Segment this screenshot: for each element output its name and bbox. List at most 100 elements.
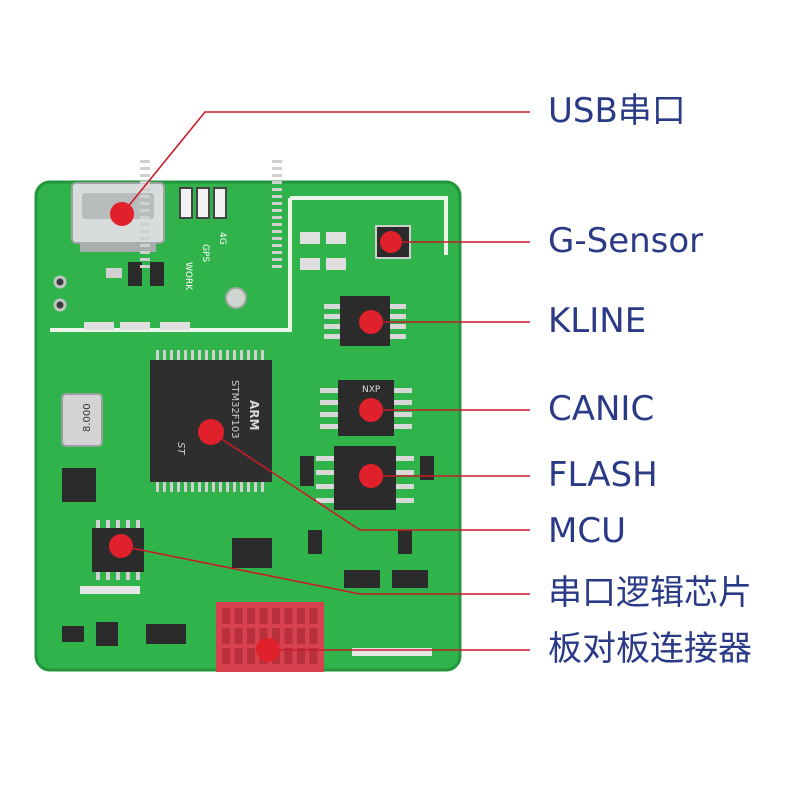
canic-brand: NXP	[362, 385, 381, 395]
marker-b2b	[256, 638, 280, 662]
silk-rail	[352, 648, 432, 656]
led-3	[213, 187, 227, 219]
mcu-pin	[163, 350, 166, 360]
mcu-pin	[191, 350, 194, 360]
crystal-body	[61, 393, 103, 447]
passive	[326, 258, 346, 270]
small-ic	[62, 626, 84, 642]
marker-flash	[359, 464, 383, 488]
mounting-hole	[225, 287, 247, 309]
mcu-pin	[212, 350, 215, 360]
mcu-pin	[272, 209, 282, 212]
mcu-pin	[240, 350, 243, 360]
b2b-slot	[297, 628, 305, 644]
marker-usb	[110, 202, 134, 226]
mcu-pin	[254, 350, 257, 360]
b2b-slot	[297, 648, 305, 664]
passive	[106, 268, 122, 278]
pcb-silk-outline	[290, 196, 448, 255]
led-label-work: WORK	[183, 262, 193, 291]
label-canic: CANIC	[548, 389, 655, 429]
mcu-pin	[247, 350, 250, 360]
crystal-label: 8.000	[82, 403, 93, 432]
via-2	[53, 298, 67, 312]
mcu-pin	[212, 482, 215, 492]
b2b-slot	[234, 608, 243, 624]
mcu-pin	[272, 216, 282, 219]
leader-mcu	[210, 431, 530, 531]
mcu-pin	[272, 202, 282, 205]
mcu-pin	[272, 251, 282, 254]
b2b-slot	[297, 608, 305, 624]
silk-rails	[80, 586, 432, 656]
led-2	[196, 187, 210, 219]
small-ic	[308, 530, 322, 554]
mcu-pin	[170, 482, 173, 492]
mcu-pin	[272, 265, 282, 268]
b2b-slot	[309, 608, 318, 624]
leds: WORK GPS 4G	[179, 187, 227, 291]
mcu-pin	[140, 174, 150, 177]
mcu-pin	[247, 482, 250, 492]
mcu-pin	[272, 237, 282, 240]
small-ic	[392, 570, 428, 588]
mcu-pin	[198, 350, 201, 360]
mcu-pin	[140, 223, 150, 226]
usb-tab	[80, 242, 156, 252]
b2b-slot	[222, 648, 230, 664]
mcu-part: STM32F103	[229, 380, 240, 439]
passive	[300, 258, 320, 270]
flash-pin-row	[316, 456, 414, 503]
mcu-pin	[140, 237, 150, 240]
passive	[128, 262, 142, 286]
b2b-slot	[284, 628, 293, 644]
label-kline: KLINE	[548, 301, 647, 341]
mcu-vendor: ST	[175, 442, 186, 455]
marker-serial-logic	[109, 534, 133, 558]
b2b-slot	[222, 608, 230, 624]
mcu-pin	[261, 350, 264, 360]
passives-top	[84, 232, 346, 330]
leader-lines	[120, 111, 530, 651]
mcu-pin	[272, 195, 282, 198]
mcu-pin	[261, 482, 264, 492]
label-b2b: 板对板连接器	[548, 629, 752, 669]
mcu-pin	[140, 230, 150, 233]
marker-canic	[359, 398, 383, 422]
mcu-pin	[140, 244, 150, 247]
small-ic	[344, 570, 380, 588]
mcu-pin	[219, 482, 222, 492]
small-ic	[420, 456, 434, 480]
mcu-pin	[156, 482, 159, 492]
b2b-slot	[259, 608, 268, 624]
mcu-pin	[233, 482, 236, 492]
mcu-pin	[140, 160, 150, 163]
b2b-slot	[247, 648, 255, 664]
label-flash: FLASH	[548, 455, 658, 495]
mcu-pin	[140, 181, 150, 184]
marker-kline	[359, 310, 383, 334]
b2b-slot	[309, 648, 318, 664]
mcu-pin	[140, 251, 150, 254]
label-mcu: MCU	[548, 511, 626, 551]
passive	[150, 262, 164, 286]
small-ic	[62, 468, 96, 502]
mcu-pin	[272, 160, 282, 163]
misc-ics	[62, 456, 434, 646]
led-label-4g: 4G	[217, 232, 227, 245]
mcu-pin	[272, 244, 282, 247]
mcu-pin	[184, 482, 187, 492]
mcu-pin	[272, 181, 282, 184]
small-ic	[96, 622, 118, 646]
kline-pin-row	[324, 304, 406, 339]
mcu-pin	[140, 265, 150, 268]
marker-mcu	[198, 419, 224, 445]
mcu-pin	[272, 230, 282, 233]
mcu-pin	[170, 350, 173, 360]
b2b-slot	[284, 648, 293, 664]
b2b-slot	[234, 628, 243, 644]
mcu-pin	[233, 350, 236, 360]
b2b-slot	[222, 628, 230, 644]
mcu-pin	[140, 209, 150, 212]
